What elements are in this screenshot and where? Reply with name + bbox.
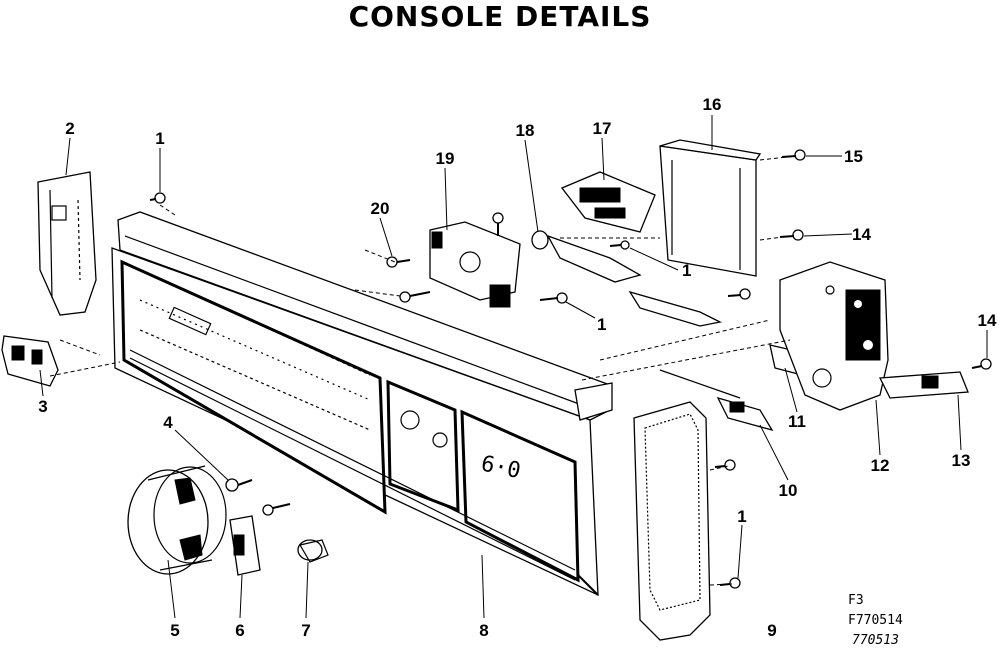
side-bracket-part-2 [37, 171, 97, 316]
callout-15: 15 [844, 147, 863, 166]
callout-8: 8 [479, 621, 488, 640]
callout-13: 13 [952, 451, 971, 470]
switch-part-6 [229, 503, 291, 576]
callout-3: 3 [38, 397, 47, 416]
reference-line-1: F3 [848, 593, 864, 608]
switch-assembly-part-12 [779, 261, 889, 411]
callout-14-upper: 14 [852, 225, 871, 244]
clip-part-13 [878, 371, 969, 399]
leader-lines [39, 115, 988, 619]
callout-7: 7 [301, 621, 310, 640]
reference-code: F3 F770514 770513 [848, 593, 903, 648]
callout-10: 10 [779, 481, 798, 500]
callout-labels: 2 1 3 4 5 6 7 8 9 10 11 12 13 14 14 15 1… [38, 95, 997, 640]
callout-1-low: 1 [597, 315, 606, 334]
console-panel-part-8: 6·0 [111, 211, 613, 597]
callout-4: 4 [163, 413, 173, 432]
callout-12: 12 [871, 456, 890, 475]
screws [149, 149, 992, 370]
cover-part-16 [659, 139, 762, 277]
lever-part-10 [659, 369, 774, 432]
screw-part-4 [225, 478, 253, 492]
cam-part-18 [531, 230, 722, 327]
timer-bracket-part-19 [429, 212, 521, 308]
callout-9: 9 [767, 621, 776, 640]
end-cap-part-9 [633, 401, 741, 641]
callout-20: 20 [371, 199, 390, 218]
callout-1-mid: 1 [682, 261, 691, 280]
button-part-7 [297, 539, 329, 563]
callout-5: 5 [170, 621, 179, 640]
callout-1: 1 [155, 129, 164, 148]
knob-part-5 [127, 465, 227, 575]
callout-2: 2 [65, 119, 74, 138]
callout-17: 17 [593, 119, 612, 138]
reference-line-3: 770513 [852, 633, 899, 648]
callout-18: 18 [516, 121, 535, 140]
callout-6: 6 [235, 621, 244, 640]
diagram-title: CONSOLE DETAILS [348, 0, 652, 33]
switch-block-part-17 [560, 171, 656, 233]
callout-16: 16 [703, 95, 722, 114]
callout-1-right: 1 [737, 507, 746, 526]
callout-14-right: 14 [978, 311, 997, 330]
reference-line-2: F770514 [848, 613, 903, 628]
clip-part-3 [1, 335, 59, 387]
assembly-lines [49, 155, 797, 586]
callout-11: 11 [788, 412, 806, 431]
callout-19: 19 [436, 149, 455, 168]
